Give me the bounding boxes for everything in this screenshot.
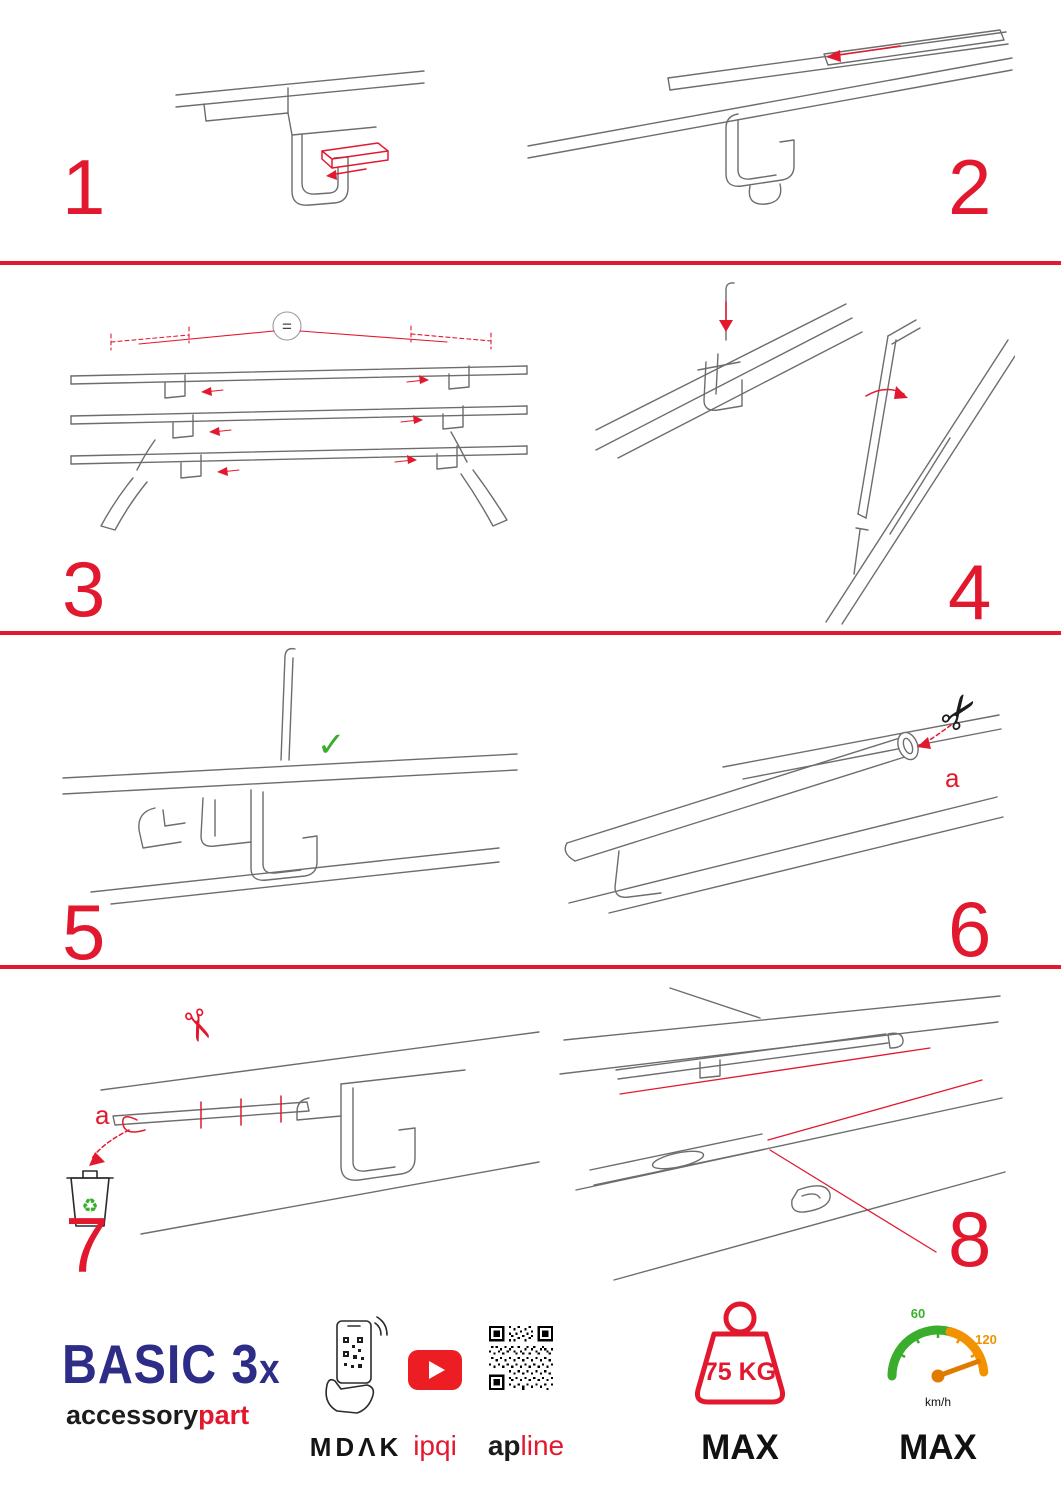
mdak-logo: MDΛK [309, 1432, 403, 1462]
step-6-illustration: ✂ a [553, 675, 1013, 915]
speed-unit-label: km/h [925, 1395, 951, 1409]
speed-limit-gauge: 60 120 km/h [872, 1294, 1004, 1418]
speed-high-label: 120 [975, 1332, 997, 1347]
brand-name-black: accessory [66, 1400, 199, 1430]
step-3-number: 3 [62, 545, 106, 633]
recycle-icon: ♻ [81, 1196, 98, 1217]
step-1-number: 1 [62, 143, 106, 231]
step-2-number: 2 [948, 143, 992, 231]
ipqi-logo: ipqi [413, 1430, 457, 1461]
brand-name: accessorypart [66, 1400, 249, 1431]
section-divider-1 [0, 261, 1061, 265]
weight-value: 75 KG [704, 1358, 776, 1386]
step-2-illustration [520, 22, 1020, 227]
step-5-illustration: ✓ [55, 640, 525, 905]
product-name: BASIC 3 [62, 1333, 260, 1395]
weight-max-label: MAX [701, 1428, 779, 1467]
apline-red: line [520, 1430, 565, 1461]
step-8-illustration [550, 982, 1015, 1297]
section-divider-2 [0, 631, 1061, 635]
check-icon: ✓ [317, 726, 346, 764]
step-3-illustration: = [55, 282, 545, 537]
step-7-number: 7 [65, 1201, 109, 1289]
step-6-number: 6 [948, 885, 992, 973]
phone-scan-icon [315, 1315, 393, 1415]
section-divider-3 [0, 965, 1061, 969]
apline-black: ap [487, 1430, 521, 1461]
trash-bin-icon [66, 1170, 114, 1227]
qr-code [489, 1326, 553, 1390]
product-name-suffix: x [259, 1345, 281, 1392]
weight-limit-badge: 75 KG [672, 1298, 808, 1412]
speed-low-label: 60 [911, 1306, 925, 1321]
speed-max-label: MAX [899, 1428, 977, 1467]
cut-label-a: a [95, 1100, 110, 1130]
step-8-number: 8 [948, 1195, 992, 1283]
step-4-illustration [590, 278, 1015, 626]
youtube-icon [408, 1350, 462, 1390]
cut-label-a: a [945, 763, 960, 793]
brand-name-red: part [198, 1400, 250, 1430]
scissors-icon-red: ✂ [169, 1001, 225, 1050]
product-logo: BASIC 3x [62, 1332, 281, 1396]
apline-logo: apline [478, 1430, 574, 1462]
step-7-illustration: ✂ a ♻ [45, 988, 545, 1238]
step-4-number: 4 [948, 548, 992, 636]
equal-sign-label: = [282, 317, 292, 336]
step-5-number: 5 [62, 888, 106, 976]
step-1-illustration [170, 55, 430, 240]
